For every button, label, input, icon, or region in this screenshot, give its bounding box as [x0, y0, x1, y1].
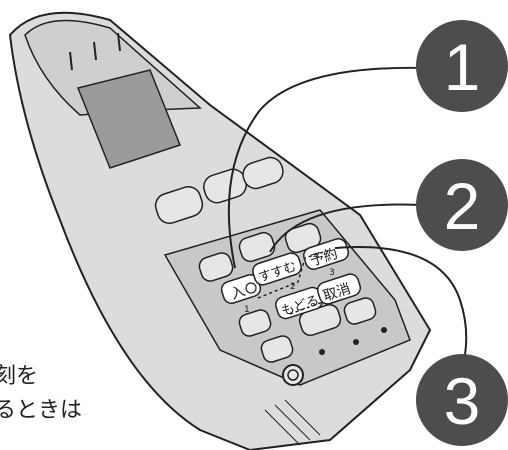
- side-text-line2: るときは: [0, 392, 88, 424]
- key-number-1: 1: [244, 305, 250, 315]
- upper-button-1: [154, 185, 204, 225]
- side-text-line1: 刻を: [0, 358, 44, 390]
- key-number-3: 3: [329, 268, 335, 278]
- lcd-screen: [76, 69, 181, 169]
- remote-control: [8, 11, 432, 450]
- button-enter[interactable]: 入: [220, 273, 263, 306]
- callout-2-number: 2: [444, 169, 481, 243]
- power-button: [282, 364, 304, 386]
- callout-1: 1: [416, 20, 508, 112]
- side-text-line1-label: 刻を: [0, 364, 39, 389]
- upper-button-3: [242, 156, 284, 190]
- side-text-line2-label: るときは: [0, 398, 83, 423]
- callout-1-number: 1: [444, 30, 481, 104]
- callout-3-number: 3: [444, 364, 481, 438]
- key-number-2: 2: [290, 282, 296, 292]
- button-modoru[interactable]: もどる: [274, 285, 325, 320]
- callout-2: 2: [416, 159, 508, 251]
- button-enter-label: 入: [229, 283, 247, 303]
- button-torikeshi[interactable]: 取消: [316, 272, 363, 306]
- callout-3: 3: [416, 354, 508, 446]
